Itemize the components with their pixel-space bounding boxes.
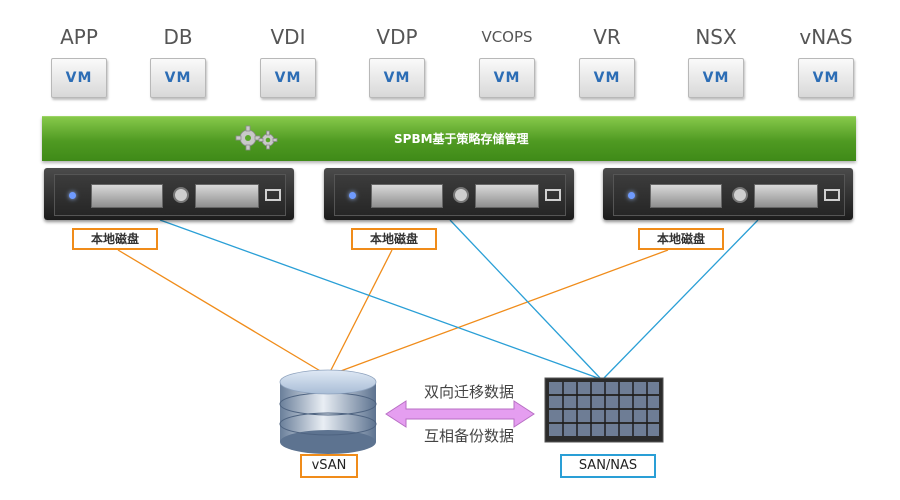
workload-vcops: VCOPS VM <box>472 24 542 98</box>
gear-icon <box>235 125 278 151</box>
vm-icon: VM <box>260 58 316 98</box>
blue-link-server2-san <box>449 219 601 379</box>
san-nas-label: SAN/NAS <box>560 454 656 478</box>
vsan-database-icon <box>279 369 377 454</box>
drive-bay <box>195 184 259 208</box>
vm-icon: VM <box>369 58 425 98</box>
workload-app: APP VM <box>44 24 114 98</box>
workload-vdi: VDI VM <box>253 24 323 98</box>
blue-links <box>159 219 759 379</box>
workload-label: VCOPS <box>481 28 533 46</box>
button-icon <box>732 187 748 203</box>
vm-icon: VM <box>688 58 744 98</box>
workload-db: DB VM <box>143 24 213 98</box>
orange-links <box>117 249 669 373</box>
vm-icon: VM <box>579 58 635 98</box>
port-icon <box>824 189 840 201</box>
server-1 <box>44 168 294 220</box>
blue-link-server3-san <box>603 219 759 379</box>
vm-icon: VM <box>51 58 107 98</box>
migration-label: 双向迁移数据 <box>423 383 514 401</box>
workload-label: NSX <box>695 25 737 49</box>
spbm-title: SPBM基于策略存储管理 <box>394 132 529 146</box>
workload-vr: VR VM <box>572 24 642 98</box>
server-face <box>334 174 566 216</box>
vm-icon: VM <box>798 58 854 98</box>
drive-bay <box>754 184 818 208</box>
blue-link-server1-san <box>159 219 599 379</box>
workload-label: VDP <box>376 25 418 49</box>
vm-icon: VM <box>150 58 206 98</box>
workload-vnas: vNAS VM <box>791 24 861 98</box>
workload-label: APP <box>60 25 98 49</box>
vm-icon: VM <box>479 58 535 98</box>
workload-nsx: NSX VM <box>681 24 751 98</box>
button-icon <box>173 187 189 203</box>
drive-bay <box>650 184 722 208</box>
server-3 <box>603 168 853 220</box>
power-led-icon <box>349 192 356 199</box>
bidirectional-arrow <box>385 400 535 428</box>
local-disk-label-3: 本地磁盘 <box>638 228 724 250</box>
port-icon <box>545 189 561 201</box>
drive-bay <box>475 184 539 208</box>
server-face <box>613 174 845 216</box>
orange-link-server2-vsan <box>329 249 393 373</box>
server-2 <box>324 168 574 220</box>
backup-label: 互相备份数据 <box>423 427 514 445</box>
power-led-icon <box>628 192 635 199</box>
button-icon <box>453 187 469 203</box>
san-rack-icon <box>544 377 664 443</box>
port-icon <box>265 189 281 201</box>
workload-label: VR <box>593 25 621 49</box>
local-disk-label-1: 本地磁盘 <box>72 228 158 250</box>
drive-bay <box>371 184 443 208</box>
workload-label: DB <box>163 25 193 49</box>
workload-vdp: VDP VM <box>362 24 432 98</box>
spbm-policy-bar: SPBM基于策略存储管理 <box>42 116 856 161</box>
power-led-icon <box>69 192 76 199</box>
server-face <box>54 174 286 216</box>
orange-link-server3-vsan <box>337 249 669 373</box>
vsan-label: vSAN <box>300 454 358 478</box>
workload-label: VDI <box>270 25 306 49</box>
drive-bay <box>91 184 163 208</box>
local-disk-label-2: 本地磁盘 <box>351 228 437 250</box>
orange-link-server1-vsan <box>117 249 323 373</box>
workload-label: vNAS <box>799 25 853 49</box>
